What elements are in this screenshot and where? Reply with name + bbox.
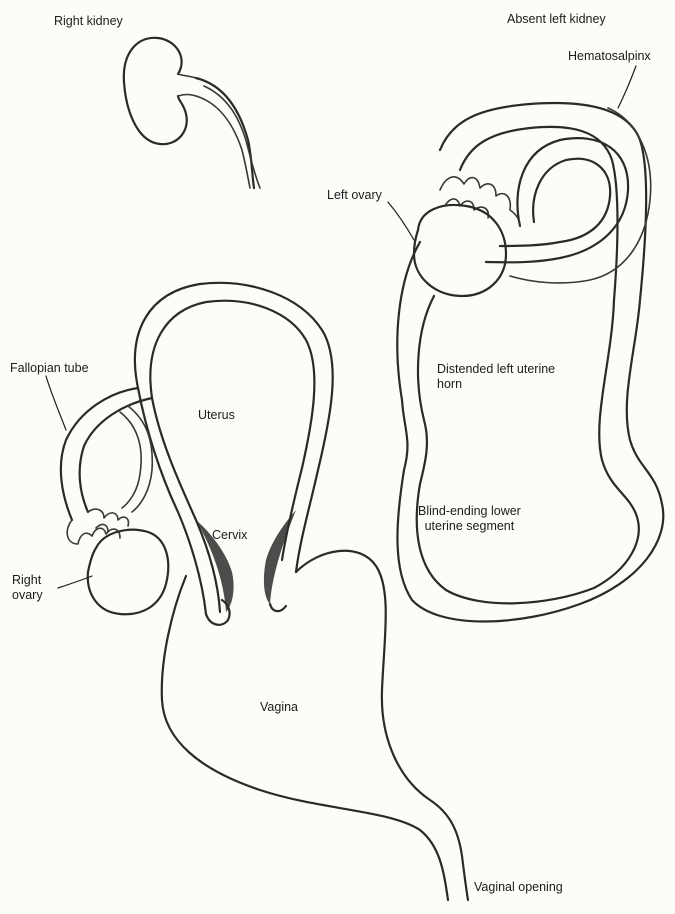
right-kidney <box>124 38 260 188</box>
label-blind-ending-line1: Blind-ending lower <box>418 504 521 519</box>
left-ovary <box>414 205 506 296</box>
label-right-ovary-line2: ovary <box>12 588 43 603</box>
label-blind-ending-line2: uterine segment <box>418 519 521 534</box>
label-fallopian-tube: Fallopian tube <box>10 361 89 376</box>
right-ovary <box>88 530 168 615</box>
leader-hematosalpinx <box>618 66 636 108</box>
label-right-kidney: Right kidney <box>54 14 123 29</box>
label-cervix: Cervix <box>212 528 247 543</box>
label-left-ovary: Left ovary <box>327 188 382 203</box>
label-vaginal-opening: Vaginal opening <box>474 880 563 895</box>
leader-right-ovary <box>58 576 92 588</box>
leader-fallopian-tube <box>46 376 66 430</box>
leader-left-ovary <box>388 202 414 240</box>
label-blind-ending: Blind-ending lower uterine segment <box>418 504 521 534</box>
label-distended-horn-line2: horn <box>437 377 555 392</box>
label-uterus: Uterus <box>198 408 235 423</box>
label-right-ovary: Right ovary <box>12 573 43 603</box>
label-distended-horn-line1: Distended left uterine <box>437 362 555 377</box>
vagina <box>162 551 468 900</box>
label-absent-left-kidney: Absent left kidney <box>507 12 606 27</box>
label-vagina: Vagina <box>260 700 298 715</box>
label-hematosalpinx: Hematosalpinx <box>568 49 651 64</box>
uterus <box>61 283 333 625</box>
label-distended-horn: Distended left uterine horn <box>437 362 555 392</box>
label-right-ovary-line1: Right <box>12 573 43 588</box>
